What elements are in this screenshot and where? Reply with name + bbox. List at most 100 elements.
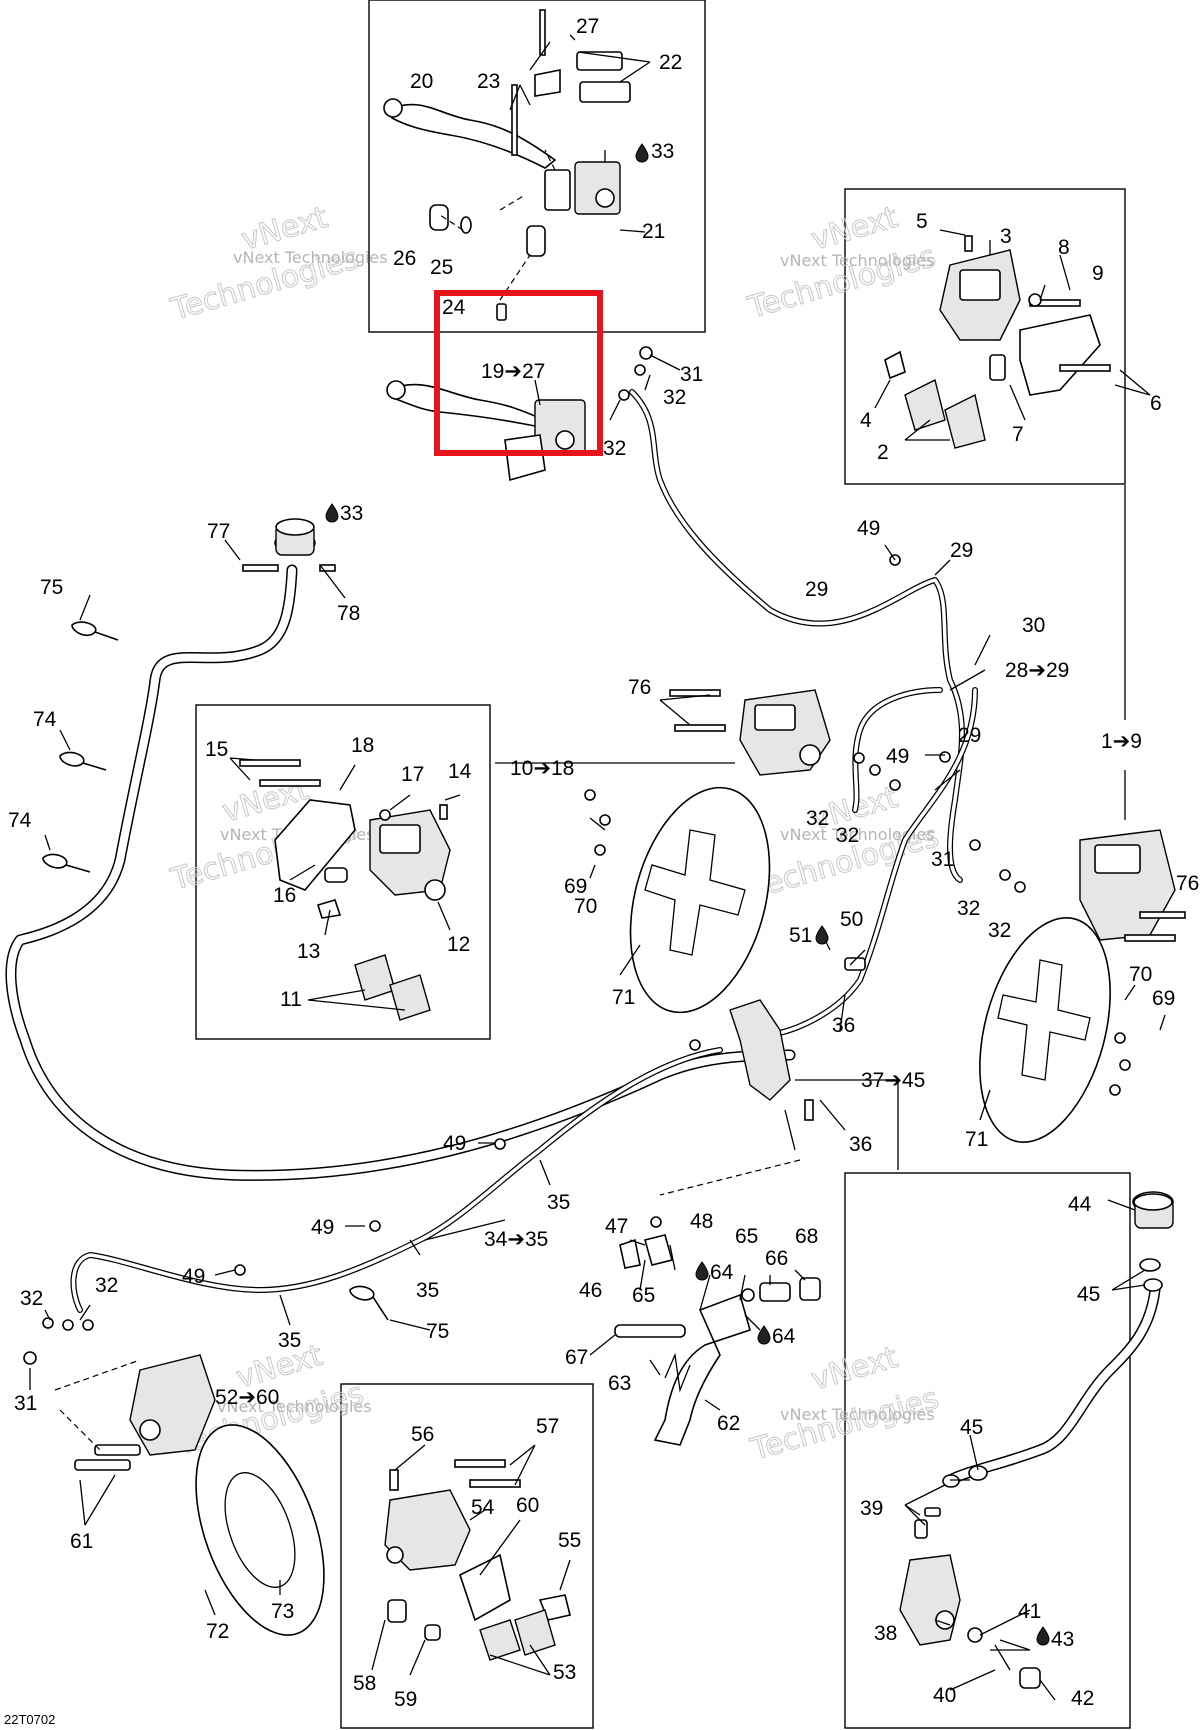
front-caliper-detail-box-left [195, 704, 491, 1040]
callout-label: 35 [278, 1329, 301, 1352]
callout-label: 70 [574, 895, 597, 918]
master-cylinder-exploded [383, 9, 631, 321]
front-caliper-right-exploded [884, 235, 1111, 449]
callout-label: 27 [576, 15, 599, 38]
callout-label: 64 [772, 1325, 796, 1348]
callout-label: 62 [717, 1412, 740, 1435]
callout-label: 68 [795, 1225, 818, 1248]
rear-master-cylinder-exploded [899, 1191, 1174, 1689]
callout-label: 76 [628, 676, 651, 699]
callout-label: 59 [394, 1688, 417, 1711]
callout-label: 16 [273, 884, 296, 907]
callout-label: 47 [605, 1215, 628, 1238]
callout-label: 49 [311, 1216, 334, 1239]
callout-label: 70 [1129, 963, 1152, 986]
callout-label: 1➔9 [1101, 730, 1142, 753]
callout-label: 32 [836, 824, 859, 847]
callout-label: 32 [988, 919, 1011, 942]
callout-label: 29 [958, 724, 981, 747]
fittings [23, 346, 1131, 1365]
fluid-drop-icon [325, 503, 339, 523]
front-caliper-detail-box-right [844, 188, 1126, 485]
callout-label: 57 [536, 1415, 559, 1438]
highlight-callout-label: 19➔27 [481, 360, 545, 383]
callout-label: 73 [271, 1600, 294, 1623]
callout-label: 29 [950, 539, 973, 562]
callout-label: 55 [558, 1529, 581, 1552]
callout-label: 64 [710, 1261, 734, 1284]
callout-label: 78 [337, 602, 360, 625]
diagram-code: 22T0702 [4, 1712, 55, 1727]
callout-label: 49 [443, 1132, 466, 1155]
front-reservoir [242, 518, 336, 572]
callout-label: 49 [857, 517, 880, 540]
callout-label: 71 [965, 1128, 988, 1151]
callout-label: 36 [849, 1133, 872, 1156]
callout-label: 33 [651, 140, 674, 163]
callout-label: 74 [33, 708, 57, 731]
callout-label: 54 [471, 1496, 495, 1519]
callout-label: 17 [401, 763, 424, 786]
callout-label: 28➔29 [1005, 659, 1069, 682]
callout-label: 26 [393, 247, 416, 270]
callout-label: 69 [1152, 987, 1175, 1010]
brake-discs [195, 786, 1111, 1636]
callout-label: 35 [416, 1279, 439, 1302]
callout-label: 43 [1051, 1628, 1074, 1651]
callout-label: 49 [886, 745, 909, 768]
callout-label: 31 [931, 848, 954, 871]
fluid-drop-icon [695, 1261, 709, 1281]
callout-label: 58 [353, 1672, 376, 1695]
callout-label: 32 [95, 1274, 118, 1297]
callout-label: 35 [547, 1191, 570, 1214]
callout-label: 52➔60 [215, 1386, 279, 1409]
watermark-text: vNext Technologies [780, 251, 935, 270]
brake-valve [729, 957, 866, 1151]
rear-caliper-exploded [384, 1459, 571, 1661]
callout-label: 32 [20, 1287, 43, 1310]
callout-label: 7 [1012, 423, 1024, 446]
callout-label: 4 [860, 409, 872, 432]
callout-label: 23 [477, 70, 500, 93]
callout-label: 71 [612, 986, 635, 1009]
brake-hoses [5, 389, 1161, 1486]
watermark-text: vNext Technologies [233, 248, 388, 267]
callout-label: 75 [426, 1320, 449, 1343]
callout-label: 15 [205, 738, 228, 761]
fluid-drop-icon [815, 925, 829, 945]
callout-label: 3 [1000, 225, 1012, 248]
callout-label: 6 [1150, 392, 1162, 415]
callout-label: 56 [411, 1423, 434, 1446]
callout-label: 25 [430, 256, 453, 279]
callout-label: 22 [659, 51, 682, 74]
leader-lines [29, 34, 1166, 1701]
highlight-box [434, 290, 603, 456]
callout-label: 45 [1077, 1283, 1100, 1306]
callout-label: 12 [447, 933, 470, 956]
watermark-text: vNext Technologies [780, 1405, 935, 1424]
master-cylinder-detail-box [368, 0, 706, 333]
callout-label: 20 [410, 70, 433, 93]
callout-label: 48 [690, 1210, 713, 1233]
cable-ties [42, 621, 389, 1321]
master-cylinder-assembly [386, 380, 586, 482]
callout-label: 39 [860, 1497, 883, 1520]
callout-label: 33 [340, 502, 363, 525]
rear-caliper-assembly [54, 1354, 216, 1471]
front-caliper-left-assembly [669, 689, 831, 776]
fluid-drop-icons [325, 143, 1050, 1646]
front-caliper-right-assembly [1079, 829, 1186, 942]
callout-label: 5 [916, 210, 928, 233]
callout-label: 76 [1176, 872, 1199, 895]
callout-label: 40 [933, 1684, 956, 1707]
fluid-drop-icon [1036, 1626, 1050, 1646]
callout-label: 44 [1068, 1193, 1092, 1216]
watermark-text: vNext Technologies [217, 1397, 372, 1416]
callout-label: 50 [840, 908, 863, 931]
callout-label: 53 [553, 1661, 576, 1684]
callout-label: 21 [642, 220, 665, 243]
callout-label: 45 [960, 1416, 983, 1439]
callout-label: 42 [1071, 1687, 1094, 1710]
callout-label: 60 [516, 1494, 539, 1517]
